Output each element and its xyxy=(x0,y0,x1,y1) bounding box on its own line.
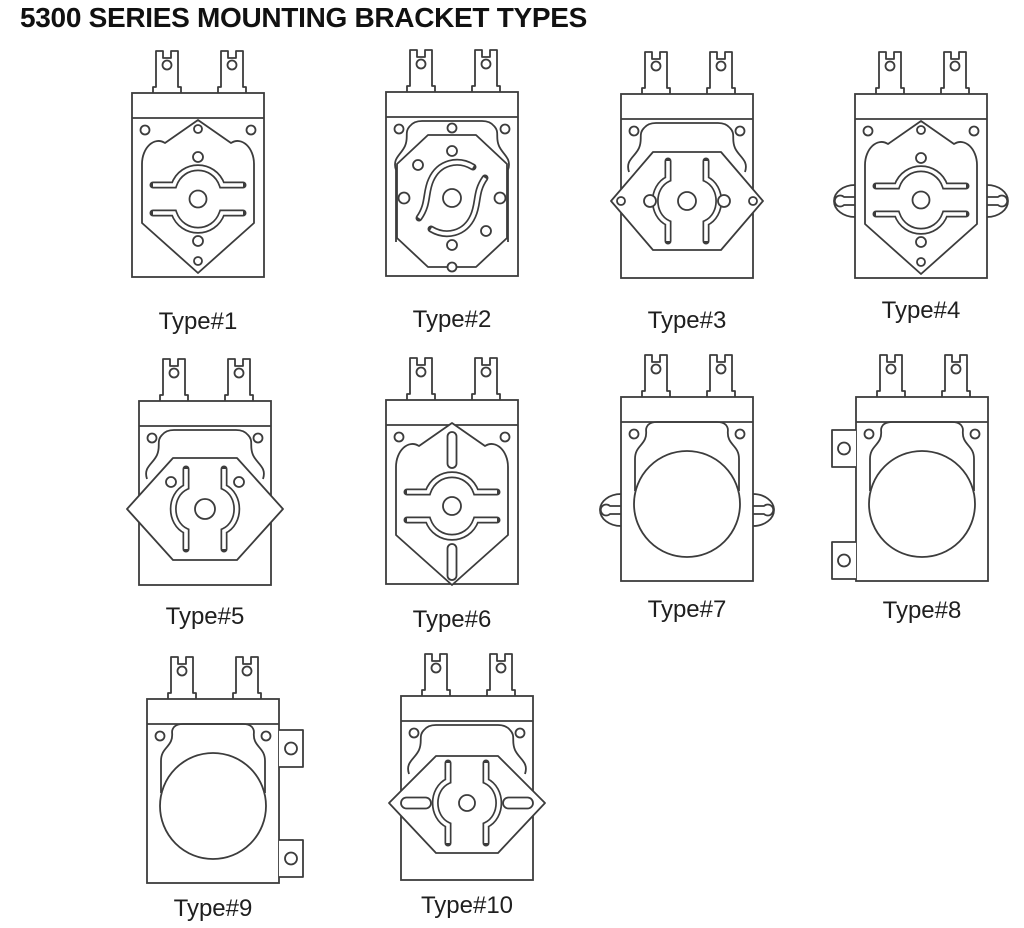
bracket-drawing-type-3 xyxy=(610,51,764,279)
figure-label-type-7: Type#7 xyxy=(647,596,727,623)
bracket-figure-type-1: Type#1 xyxy=(86,43,310,335)
figure-label-type-5: Type#5 xyxy=(165,603,245,630)
bracket-drawing-type-5 xyxy=(126,358,284,586)
figure-label-type-9: Type#9 xyxy=(173,895,253,922)
bracket-figure-type-4: Type#4 xyxy=(809,44,1024,324)
bracket-drawing-type-8 xyxy=(831,354,989,582)
bracket-drawing-type-10 xyxy=(388,653,546,881)
bracket-figure-type-6: Type#6 xyxy=(340,350,564,633)
figure-label-type-2: Type#2 xyxy=(412,306,492,333)
bracket-drawing-type-2 xyxy=(385,49,519,277)
figure-label-type-10: Type#10 xyxy=(420,892,514,919)
bracket-figure-type-7: Type#7 xyxy=(575,347,799,623)
bracket-drawing-type-9 xyxy=(146,656,304,884)
bracket-figure-type-5: Type#5 xyxy=(93,351,317,630)
bracket-drawing-type-7 xyxy=(599,354,775,582)
figure-label-type-6: Type#6 xyxy=(412,606,492,633)
bracket-figure-type-8: Type#8 xyxy=(810,347,1024,624)
bracket-drawing-type-4 xyxy=(833,51,1009,279)
figure-label-type-3: Type#3 xyxy=(647,307,727,334)
figure-label-type-1: Type#1 xyxy=(158,308,238,335)
figure-label-type-4: Type#4 xyxy=(881,297,961,324)
figure-label-type-8: Type#8 xyxy=(882,597,962,624)
bracket-drawing-type-1 xyxy=(131,50,265,278)
bracket-figure-type-3: Type#3 xyxy=(575,44,799,334)
bracket-drawing-type-6 xyxy=(385,357,519,586)
bracket-figure-type-10: Type#10 xyxy=(355,646,579,919)
bracket-figure-type-9: Type#9 xyxy=(101,649,325,922)
page-title: 5300 SERIES MOUNTING BRACKET TYPES xyxy=(20,2,588,33)
bracket-figure-type-2: Type#2 xyxy=(340,42,564,333)
